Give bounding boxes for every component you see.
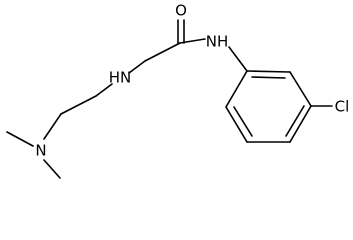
bond-NH-ring xyxy=(228,46,248,72)
ring-bond-5 xyxy=(225,106,248,143)
bond-carbonyl-NH xyxy=(179,38,206,44)
bond-N-methyl2 xyxy=(43,159,61,179)
atom-label-dimethyl-nitrogen: N xyxy=(35,142,46,160)
bonds xyxy=(6,19,333,179)
ring-bond-1-inner xyxy=(251,76,286,79)
ring-bond-6 xyxy=(225,70,248,108)
atom-label-amine-nitrogen: HN xyxy=(109,69,132,87)
bond-ch2b-NH xyxy=(95,83,113,97)
atom-label-chlorine: Cl xyxy=(335,98,350,116)
bond-ch2c-carbonyl xyxy=(144,42,181,62)
ring-bond-1 xyxy=(246,70,291,73)
bond-N-ch2a xyxy=(43,113,62,140)
bond-NH-ch2c xyxy=(128,60,146,74)
atom-label-carbonyl-oxygen: O xyxy=(175,2,187,20)
atom-labels: O NH HN N Cl xyxy=(35,2,349,160)
ring-bond-3-inner xyxy=(285,105,305,137)
ring-bond-5-inner xyxy=(233,106,253,137)
ring-bond-3 xyxy=(289,105,312,143)
bond-ch2a-ch2b xyxy=(60,95,97,115)
atom-label-amide-nitrogen: NH xyxy=(206,33,229,51)
bond-methyl1-N xyxy=(6,131,34,147)
ring-bond-2 xyxy=(289,71,312,107)
chemical-structure-diagram: O NH HN N Cl xyxy=(6,2,349,179)
